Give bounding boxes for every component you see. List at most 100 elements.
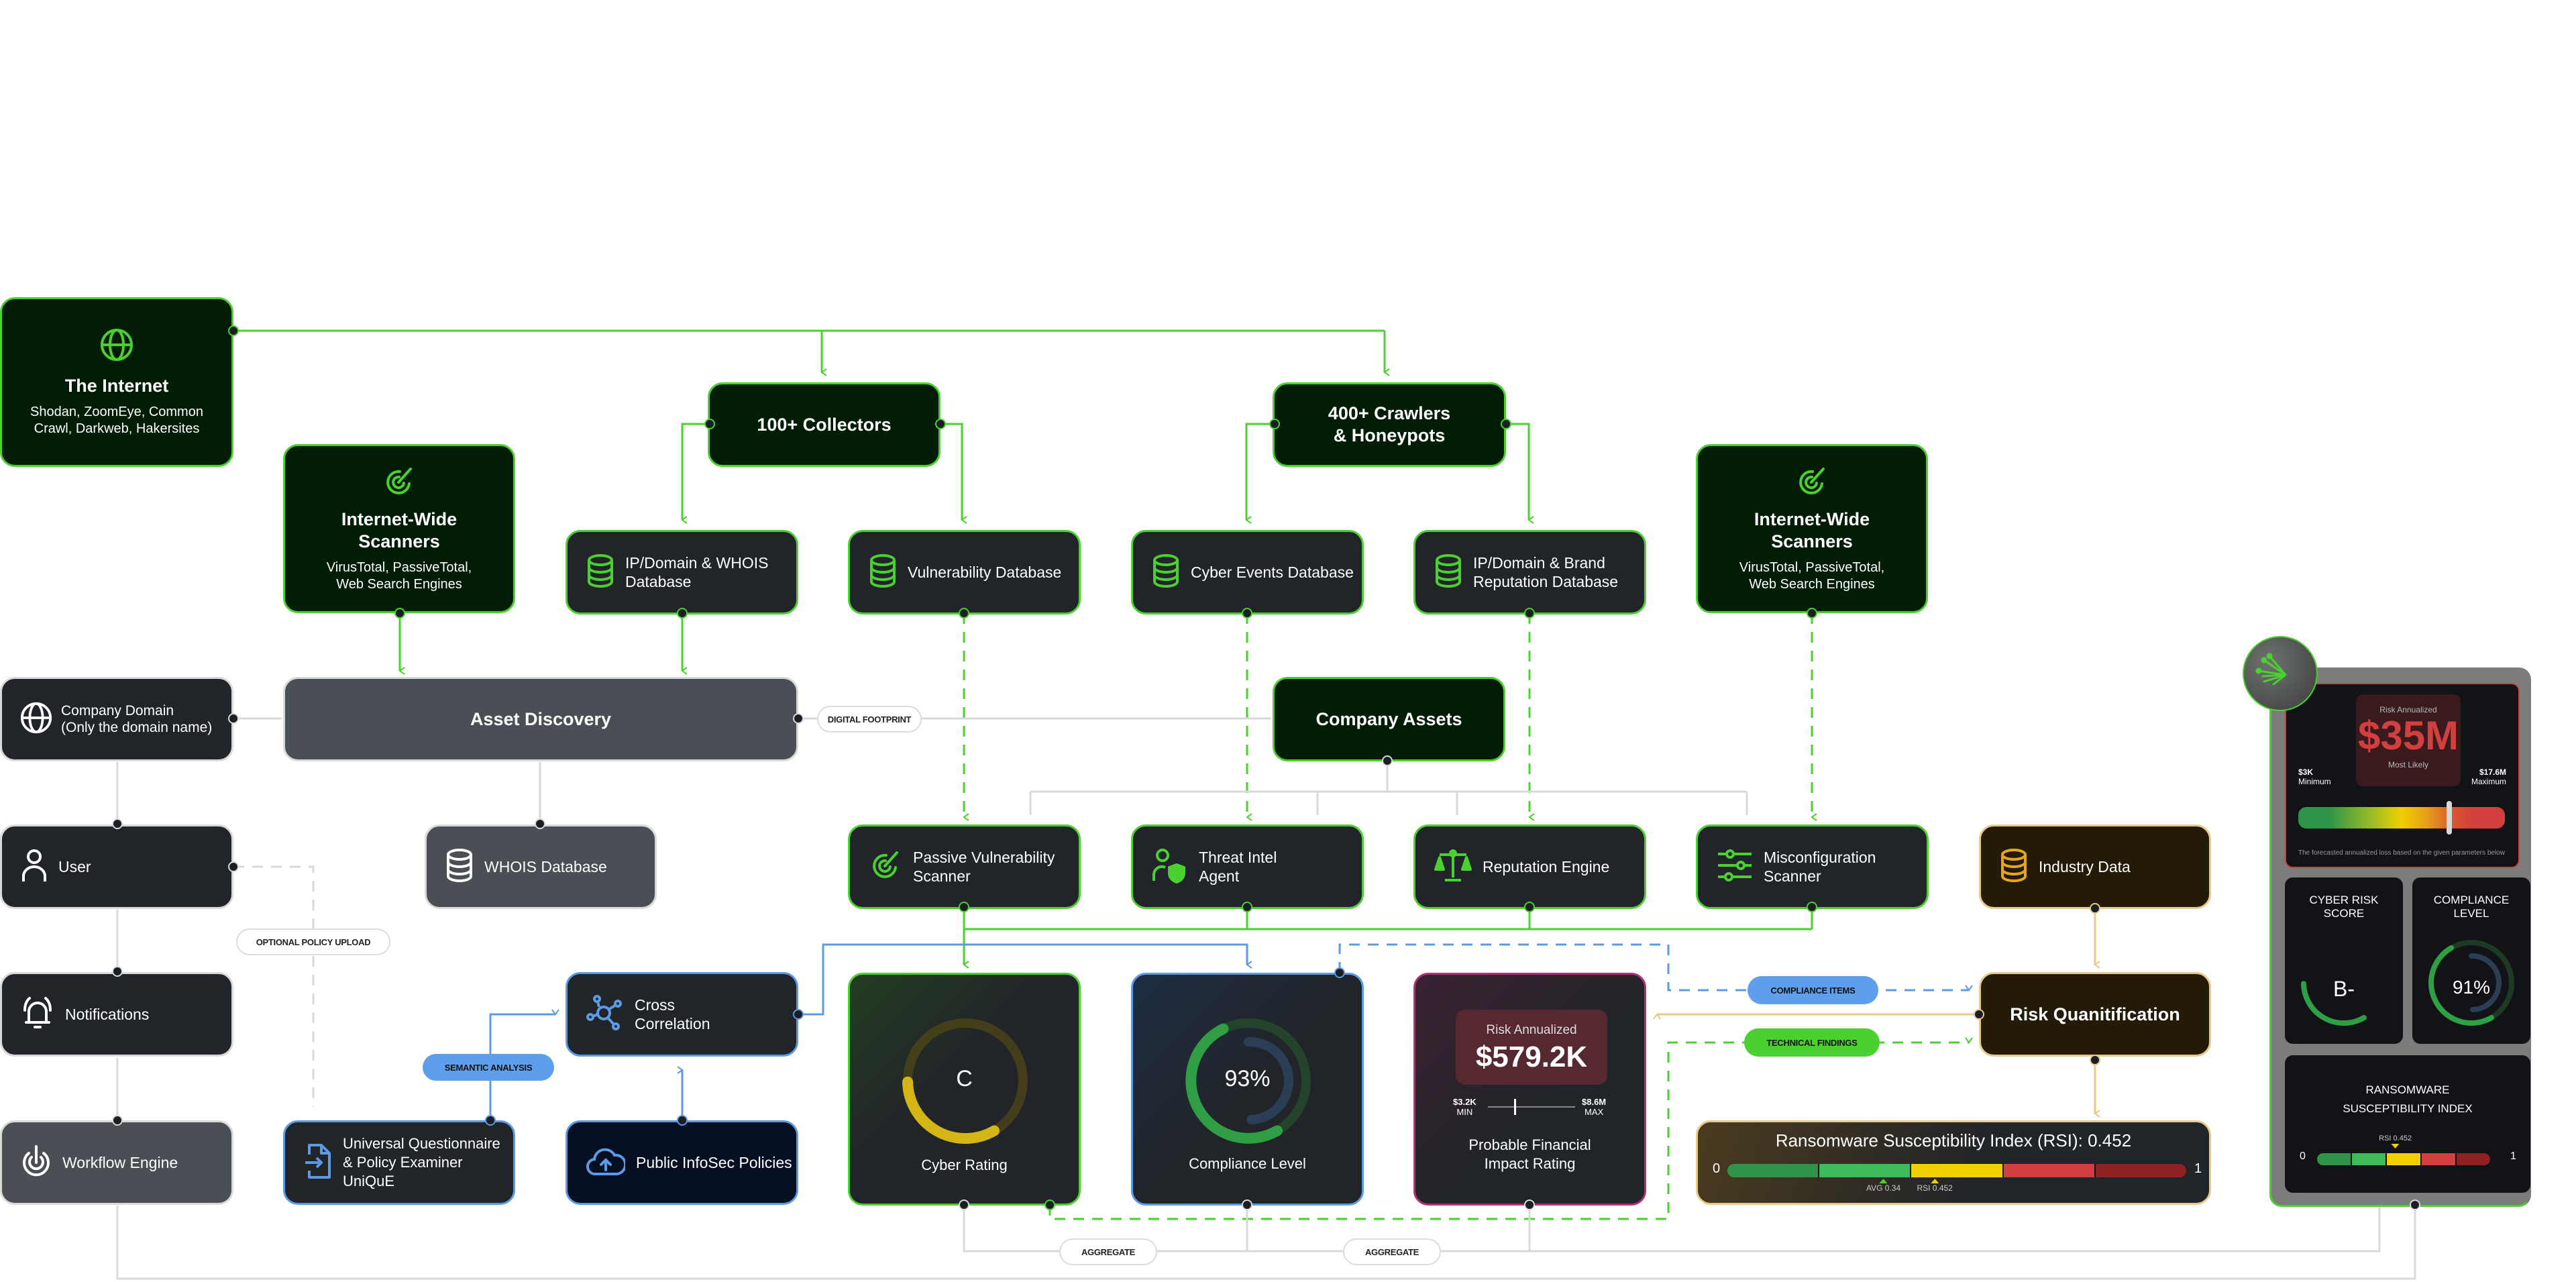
target-icon [869,849,902,886]
node-internet-wide-scanners-right[interactable]: Internet-Wide Scanners VirusTotal, Passi… [1696,444,1928,613]
node-subtitle: VirusTotal, PassiveTotal, Web Search Eng… [326,559,472,592]
connector-dot [1524,902,1535,912]
dashboard-cyber-risk-score[interactable]: CYBER RISK SCORE B- [2285,877,2403,1044]
connector-dot [1524,1199,1535,1210]
connector-dot [535,818,545,829]
node-label: Universal Questionnaire & Policy Examine… [343,1135,500,1189]
label-aggregate: AGGREGATE [1059,1238,1157,1265]
node-label: Passive Vulnerability Scanner [913,849,1055,885]
gauge-compliance [1185,1018,1311,1144]
connector-dot [793,1009,804,1020]
node-industry-data[interactable]: Industry Data [1979,824,2211,909]
card-cyber-rating[interactable]: C Cyber Rating [848,973,1081,1206]
node-passive-vulnerability-scanner[interactable]: Passive Vulnerability Scanner [848,824,1081,909]
database-icon [445,848,474,886]
connector-dot [1382,755,1393,766]
node-ip-whois-database[interactable]: IP/Domain & WHOIS Database [566,530,798,615]
node-vulnerability-database[interactable]: Vulnerability Database [848,530,1081,615]
node-workflow-engine[interactable]: Workflow Engine [0,1120,233,1205]
node-collectors[interactable]: 100+ Collectors [708,382,941,467]
card-label: Probable Financial Impact Rating [1468,1136,1591,1172]
node-public-infosec-policies[interactable]: Public InfoSec Policies [566,1120,798,1205]
label-aggregate: AGGREGATE [1343,1238,1441,1265]
database-icon [2000,848,2028,886]
node-cyber-events-database[interactable]: Cyber Events Database [1131,530,1364,615]
node-label: Vulnerability Database [908,564,1062,581]
node-title: 400+ Crawlers & Honeypots [1328,403,1451,445]
target-icon [1795,465,1829,502]
connector-dot [677,608,688,619]
node-internet-wide-scanners-left[interactable]: Internet-Wide Scanners VirusTotal, Passi… [283,444,515,613]
risk-header: Risk Annualized [2379,705,2437,714]
dashboard-rsi[interactable]: RANSOMWARE SUSCEPTIBILITY INDEX 0 1 RSI … [2285,1055,2530,1193]
compliance-title: COMPLIANCE LEVEL [2433,894,2510,920]
rsi-value-marker: RSI 0.452 [1917,1179,1953,1193]
node-misconfiguration-scanner[interactable]: Misconfiguration Scanner [1696,824,1929,909]
logo-icon [2255,653,2287,686]
node-cross-correlation[interactable]: Cross Correlation [566,972,798,1057]
risk-value: $35M [2357,713,2459,758]
rsi-avg-marker: AVG 0.34 [1866,1179,1900,1193]
node-risk-quantification[interactable]: Risk Quanitification [1979,972,2211,1057]
node-title: Risk Quanitification [2010,1004,2180,1024]
connector-dot [1334,967,1345,978]
rsi-dash-marker: RSI 0.452 [2379,1134,2412,1149]
gauge-value: 93% [1224,1066,1271,1091]
cyber-score-value: B- [2333,977,2355,1001]
node-label: Industry Data [2039,858,2131,875]
node-asset-discovery[interactable]: Asset Discovery [283,677,798,761]
connector-dot [1524,608,1535,619]
connector-dot [677,1115,688,1126]
sliders-icon [1717,849,1753,886]
rsi-segment [2387,1153,2422,1165]
rsi-segment [2003,1164,2096,1177]
user-icon [21,848,48,886]
node-whois-database[interactable]: WHOIS Database [425,824,657,909]
rsi-segment [1911,1164,2004,1177]
node-label: WHOIS Database [484,858,607,875]
card-rsi[interactable]: Ransomware Susceptibility Index (RSI): 0… [1696,1120,2211,1205]
node-internet[interactable]: The Internet Shodan, ZoomEye, Common Cra… [0,297,233,467]
risk-annualized-box: Risk Annualized $579.2K [1456,1010,1607,1085]
card-compliance-level[interactable]: 93% Compliance Level [1131,973,1364,1206]
card-label: Compliance Level [1189,1155,1306,1172]
node-crawlers-honeypots[interactable]: 400+ Crawlers & Honeypots [1273,382,1506,467]
connector-dot [228,325,239,336]
risk-box: Risk Annualized $35M Most Likely [2356,694,2461,786]
node-label: Threat Intel Agent [1199,849,1277,885]
rsi-scale-min: 0 [1713,1161,1721,1176]
connector-dot [1242,902,1252,912]
connector-dot [1242,608,1252,619]
node-user[interactable]: User [0,824,233,909]
risk-slider-handle[interactable] [2446,801,2452,835]
node-title: Internet-Wide Scanners [1754,509,1870,551]
gauge-value: C [956,1066,973,1091]
node-threat-intel-agent[interactable]: Threat Intel Agent [1131,824,1364,909]
rsi-segment [1727,1164,1820,1177]
connector-dot [959,608,969,619]
node-title: The Internet [64,375,169,396]
node-label: IP/Domain & Brand Reputation Database [1473,554,1619,590]
power-icon [21,1144,52,1182]
risk-header: Risk Annualized [1486,1023,1577,1037]
risk-caption: Most Likely [2387,760,2429,769]
dashboard-compliance-level[interactable]: COMPLIANCE LEVEL 91% [2412,877,2530,1044]
node-unique[interactable]: Universal Questionnaire & Policy Examine… [283,1120,515,1205]
node-brand-reputation-database[interactable]: IP/Domain & Brand Reputation Database [1413,530,1646,615]
scales-icon [1434,848,1472,886]
user-shield-icon [1152,847,1188,887]
node-company-assets[interactable]: Company Assets [1273,677,1505,761]
node-title: Company Assets [1316,708,1462,729]
connector-dot [1501,419,1511,429]
connector-dot [1807,902,1817,912]
range-marker [1514,1099,1516,1115]
node-reputation-engine[interactable]: Reputation Engine [1413,824,1646,909]
label-optional-policy-upload: OPTIONAL POLICY UPLOAD [236,928,390,955]
database-icon [1434,553,1462,591]
connector-dot [1974,1009,1984,1020]
node-notifications[interactable]: Notifications [0,972,233,1057]
node-company-domain[interactable]: Company Domain (Only the domain name) [0,677,233,761]
